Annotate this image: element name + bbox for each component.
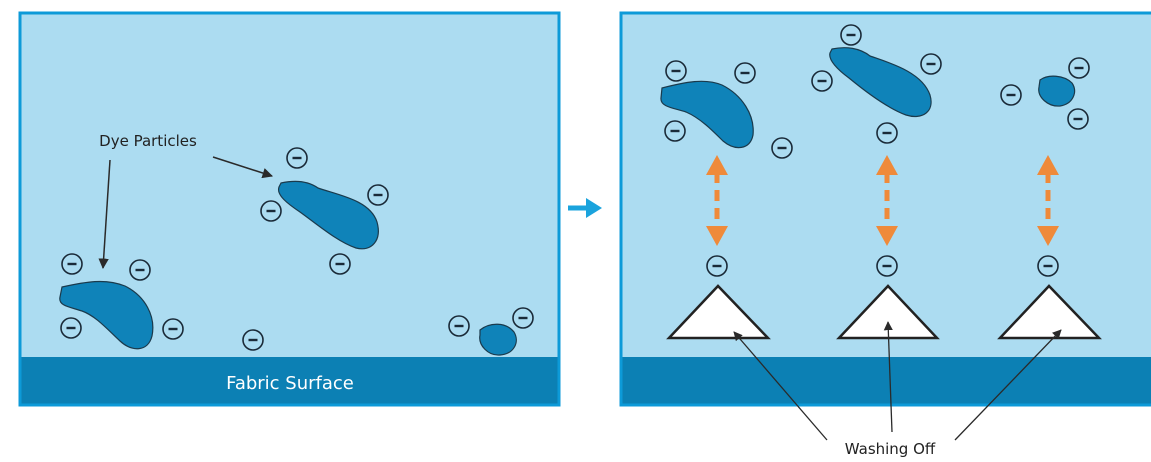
right-arrow-icon	[568, 198, 602, 218]
dye-particle	[277, 180, 379, 250]
right-fabric-surface	[622, 357, 1151, 404]
dye-particle	[660, 80, 754, 149]
pointer-arrow-4	[883, 321, 893, 433]
dye-particle	[59, 280, 154, 350]
washing-off-label: Washing Off	[845, 440, 936, 458]
double-headed-arrow-icon	[876, 155, 898, 246]
washing-agent-triangle	[666, 284, 771, 340]
pointer-arrow-5	[954, 329, 1062, 441]
double-headed-arrow-icon	[1037, 155, 1059, 246]
pointer-arrow-2	[212, 156, 273, 179]
dye-particle	[479, 323, 517, 356]
washing-agent-triangle	[997, 284, 1102, 340]
dye-particle	[829, 47, 932, 117]
before-panel: Fabric Surface Dye Particles	[18, 11, 561, 407]
pointer-arrow-1	[98, 159, 111, 270]
after-panel: Washing Off	[619, 11, 1151, 458]
left-water	[18, 11, 561, 407]
left-fabric-surface	[21, 357, 558, 404]
dye-particles-label: Dye Particles	[99, 132, 197, 150]
fabric-surface-label: Fabric Surface	[226, 373, 354, 394]
dye-particle	[1038, 75, 1076, 107]
pointer-arrow-3	[733, 331, 828, 441]
double-headed-arrow-icon	[706, 155, 728, 246]
